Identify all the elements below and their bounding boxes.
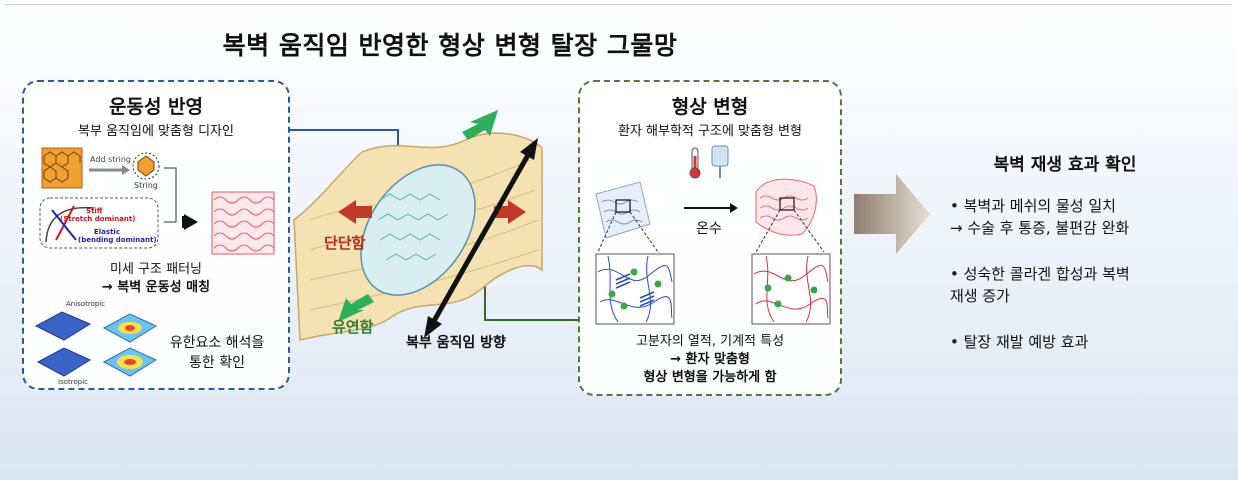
shape-morph-subheading: 환자 해부학적 구조에 맞춤형 변형	[618, 124, 802, 139]
results-title: 복벽 재생 효과 확인	[993, 155, 1137, 175]
shape-morph-diagram	[595, 145, 831, 325]
motility-heading: 운동성 반영	[108, 96, 203, 118]
warm-water-label: 온수	[696, 221, 722, 237]
fea-images: Anisotropic Isotropic	[34, 300, 158, 386]
add-string-label: Add string	[90, 155, 131, 164]
figure-title: 복벽 움직임 반영한 형상 변형 탈장 그물망	[222, 31, 678, 60]
result-arrow	[854, 174, 930, 254]
anisotropic-label: Anisotropic	[66, 300, 105, 308]
pattern-arrow	[184, 214, 198, 230]
stiff-line	[55, 205, 75, 241]
motility-subheading: 복부 움직임에 맞춤형 디자인	[78, 124, 234, 139]
patterning-caption: 미세 구조 패터닝	[110, 262, 202, 277]
result-bullet-3: • 탈장 재발 예방 효과	[950, 333, 1089, 351]
elastic-sub-label: (bending dominant)	[78, 236, 157, 244]
stiff-label: Stiff	[86, 207, 103, 215]
blue-network	[595, 253, 675, 325]
elastic-label: Elastic	[94, 228, 120, 236]
polymer-result-1: → 환자 맞춤형	[670, 352, 750, 367]
pattern-diagram: Add string String Stiff (Stretch dominan…	[39, 147, 275, 255]
polymer-caption: 고분자의 열적, 기계적 특성	[635, 334, 785, 349]
figure-frame	[4, 4, 1232, 477]
flexible-label: 유연함	[332, 318, 374, 336]
direction-arrow	[427, 146, 535, 330]
fea-caption-1: 유한요소 해석을	[169, 335, 265, 351]
fea-caption-2: 통한 확인	[189, 355, 245, 371]
red-network	[751, 253, 831, 325]
blue-mesh	[595, 181, 651, 239]
stiff-sub-label: (Stretch dominant)	[60, 215, 135, 223]
string-hexagon	[137, 155, 155, 177]
stiff-arrow-left	[338, 200, 372, 224]
direction-label: 복부 움직임 방향	[406, 335, 506, 351]
anisotropic-mesh	[34, 311, 92, 341]
flex-arrow-bottom	[338, 294, 374, 322]
isotropic-label: Isotropic	[58, 378, 88, 386]
result-bullet-1a: • 복벽과 메쉬의 물성 일치	[950, 197, 1116, 215]
string-label: String	[134, 181, 158, 190]
result-bullet-2b: 재생 증가	[950, 287, 1010, 305]
oval-pattern	[377, 193, 449, 261]
shape-morph-panel: 형상 변형 환자 해부학적 구조에 맞춤형 변형	[578, 80, 842, 396]
stiff-label: 단단함	[324, 234, 366, 252]
iv-bag-icon	[711, 145, 729, 167]
shape-morph-heading: 형상 변형	[671, 96, 749, 118]
stiffness-box	[39, 197, 159, 249]
isotropic-mesh	[36, 347, 92, 377]
mesh-oval	[360, 164, 476, 296]
polymer-result-2: 형상 변형을 가능하게 함	[643, 370, 777, 385]
flex-arrow-top	[462, 110, 498, 140]
result-bullet-1b: → 수술 후 통증, 불편감 완화	[950, 219, 1130, 237]
center-mesh-illustration	[288, 110, 578, 341]
result-bullet-2a: • 성숙한 콜라겐 합성과 복벽	[950, 265, 1130, 283]
patterning-result: → 복벽 운동성 매칭	[101, 280, 211, 295]
elastic-line	[51, 209, 77, 241]
motility-panel: 운동성 반영 복부 움직임에 맞춤형 디자인 Add string String…	[22, 80, 290, 390]
